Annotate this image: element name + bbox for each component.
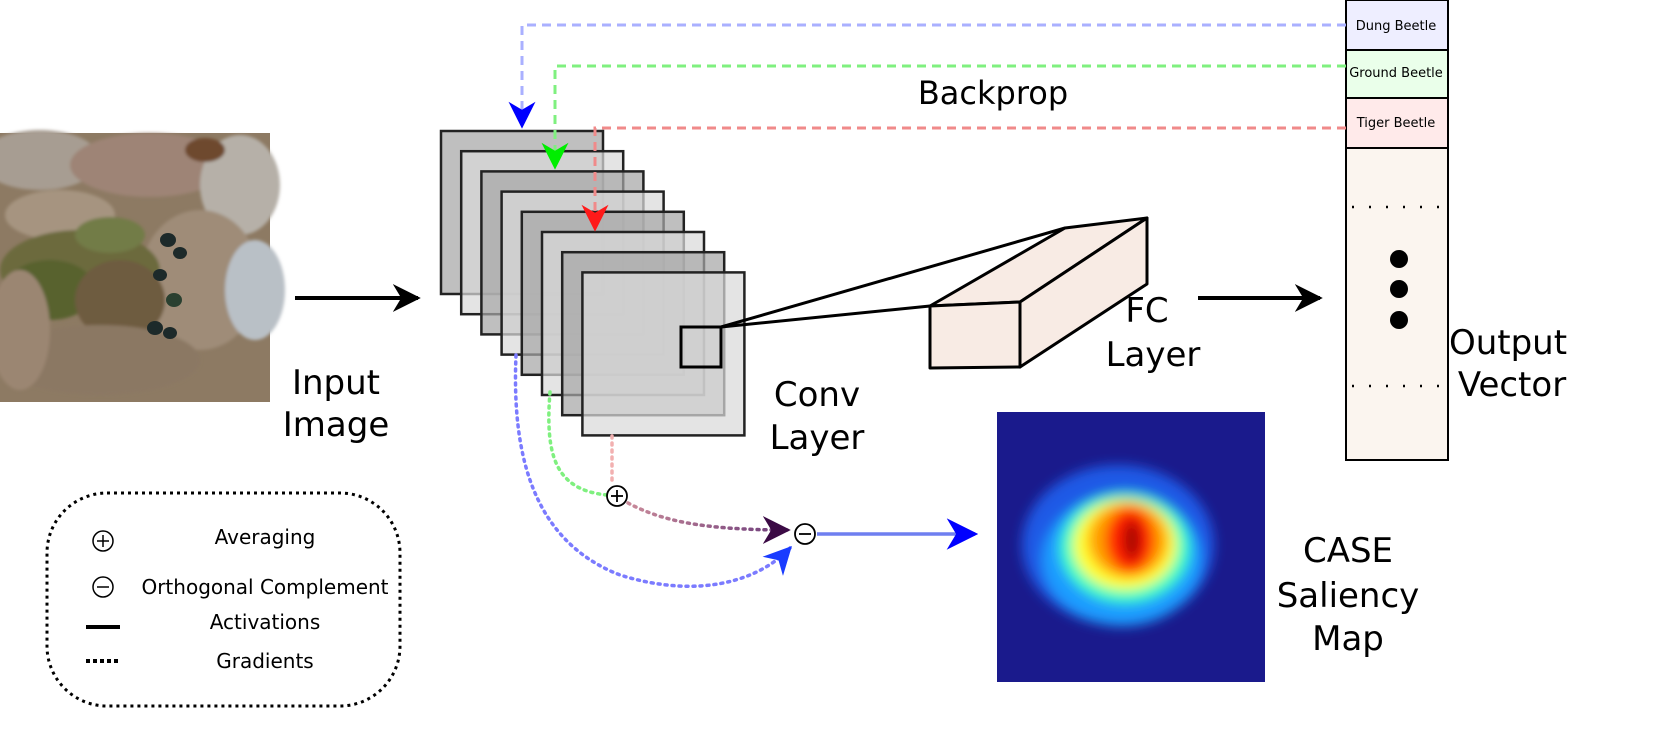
output-vector-label-line1: Output — [1449, 323, 1567, 363]
averaging-operator — [606, 485, 628, 507]
output-class-label-ground: Ground Beetle — [1349, 66, 1443, 81]
conv-layer-label-line1: Conv — [774, 375, 860, 415]
output-class-label-tiger: Tiger Beetle — [1356, 116, 1436, 131]
conv-layer-stack — [439, 129, 746, 437]
ellipsis-dot — [1390, 280, 1408, 298]
legend-label-orthogonal: Orthogonal Complement — [141, 575, 388, 599]
conv-filter-window — [679, 325, 723, 369]
ellipsis-dot — [1390, 250, 1408, 268]
gradient-path-green — [547, 390, 609, 497]
legend-label-gradients: Gradients — [216, 649, 313, 673]
circle-plus-icon — [92, 530, 114, 552]
legend: Averaging Orthogonal Complement Activati… — [45, 491, 402, 708]
output-vector-label-line2: Vector — [1458, 365, 1566, 405]
ellipsis-dot — [1390, 311, 1408, 329]
case-label-line2: Saliency — [1277, 576, 1420, 616]
case-saliency-map — [997, 412, 1265, 682]
output-class-label-dung: Dung Beetle — [1356, 19, 1437, 34]
backprop-label: Backprop — [918, 74, 1068, 112]
circle-minus-icon — [92, 576, 114, 598]
backprop-path-dung — [508, 23, 1346, 129]
input-image-label-line1: Input — [292, 363, 380, 403]
projection-line-bottom — [720, 304, 931, 329]
legend-label-activations: Activations — [210, 610, 321, 634]
case-label-line3: Map — [1312, 619, 1384, 659]
case-label-line1: CASE — [1303, 531, 1393, 571]
conv-feature-map — [581, 271, 746, 437]
output-class-tiger-beetle — [1345, 97, 1449, 149]
fc-layer-label-line2: Layer — [1106, 335, 1201, 375]
projection-line-top — [720, 226, 1066, 329]
orthogonal-complement-operator — [794, 523, 816, 545]
gradient-path-averaged — [626, 501, 791, 544]
legend-box — [45, 491, 402, 708]
conv-layer-label-line2: Layer — [770, 418, 865, 458]
input-image-label-line2: Image — [283, 405, 389, 445]
legend-label-averaging: Averaging — [215, 525, 316, 549]
fc-layer-box — [928, 216, 1149, 370]
backprop-path-ground — [541, 64, 1346, 170]
fc-layer-label-line1: FC — [1125, 291, 1168, 331]
gradient-path-blue — [513, 353, 792, 588]
output-vector-body — [1345, 147, 1449, 461]
input-image — [0, 130, 285, 402]
backprop-path-tiger — [581, 126, 1346, 232]
output-vector: Dung Beetle Ground Beetle Tiger Beetle — [1345, 0, 1449, 461]
